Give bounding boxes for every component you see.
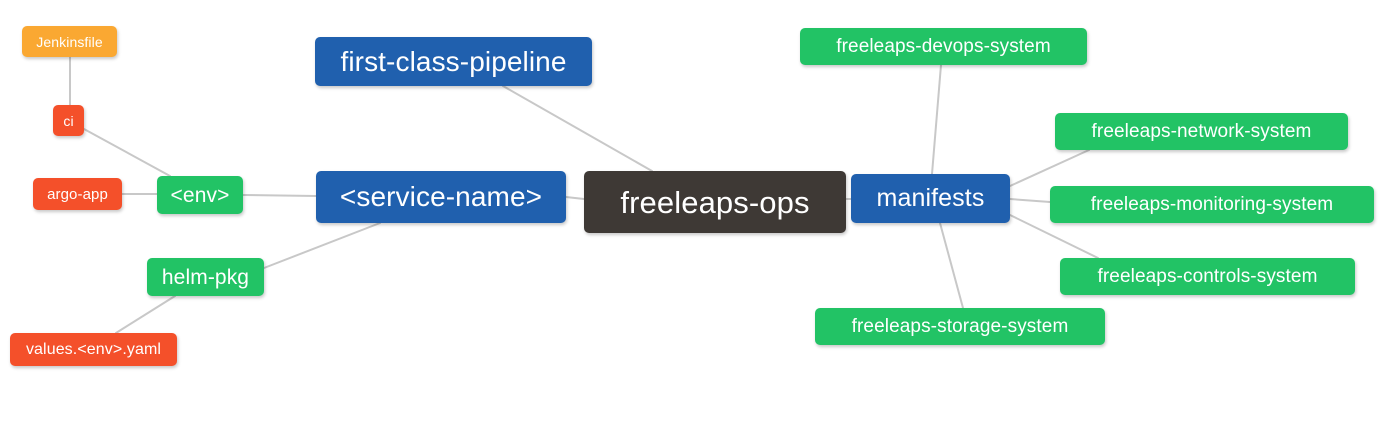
node-argo-app[interactable]: argo-app [33, 178, 122, 210]
node-pipeline[interactable]: first-class-pipeline [315, 37, 592, 86]
edge-manifests-to-devops [931, 64, 942, 175]
node-label-devops: freeleaps-devops-system [836, 36, 1051, 57]
edge-env-to-service-name [242, 194, 317, 197]
edge-manifests-to-storage [939, 222, 964, 309]
node-root[interactable]: freeleaps-ops [584, 171, 846, 233]
edge-service-name-to-root [565, 196, 585, 200]
node-monitoring[interactable]: freeleaps-monitoring-system [1050, 186, 1374, 223]
node-devops[interactable]: freeleaps-devops-system [800, 28, 1087, 65]
node-label-values-yaml: values.<env>.yaml [25, 340, 162, 358]
node-controls[interactable]: freeleaps-controls-system [1060, 258, 1355, 295]
edge-manifests-to-network [1009, 149, 1090, 187]
node-label-helm-pkg: helm-pkg [161, 265, 250, 289]
edge-service-name-to-helm-pkg [263, 222, 381, 269]
node-label-controls: freeleaps-controls-system [1097, 266, 1318, 287]
node-jenkinsfile[interactable]: Jenkinsfile [22, 26, 117, 57]
node-label-network: freeleaps-network-system [1091, 121, 1312, 142]
node-network[interactable]: freeleaps-network-system [1055, 113, 1348, 150]
node-label-root: freeleaps-ops [620, 184, 810, 220]
node-label-pipeline: first-class-pipeline [340, 45, 567, 77]
node-label-manifests: manifests [876, 184, 985, 212]
node-label-argo-app: argo-app [47, 185, 108, 203]
node-label-ci: ci [63, 112, 74, 129]
edge-helm-pkg-to-values-yaml [115, 295, 176, 334]
node-values-yaml[interactable]: values.<env>.yaml [10, 333, 177, 366]
node-label-monitoring: freeleaps-monitoring-system [1090, 194, 1334, 215]
node-manifests[interactable]: manifests [851, 174, 1010, 223]
node-label-service-name: <service-name> [339, 181, 543, 212]
node-label-storage: freeleaps-storage-system [851, 316, 1069, 337]
node-ci[interactable]: ci [53, 105, 84, 136]
node-helm-pkg[interactable]: helm-pkg [147, 258, 264, 296]
edge-ci-to-env [83, 128, 171, 177]
node-storage[interactable]: freeleaps-storage-system [815, 308, 1105, 345]
edge-manifests-to-monitoring [1009, 198, 1051, 203]
node-env[interactable]: <env> [157, 176, 243, 214]
node-label-jenkinsfile: Jenkinsfile [36, 33, 103, 50]
node-service-name[interactable]: <service-name> [316, 171, 566, 223]
edge-pipeline-to-root [502, 85, 653, 172]
node-label-env: <env> [170, 183, 230, 207]
